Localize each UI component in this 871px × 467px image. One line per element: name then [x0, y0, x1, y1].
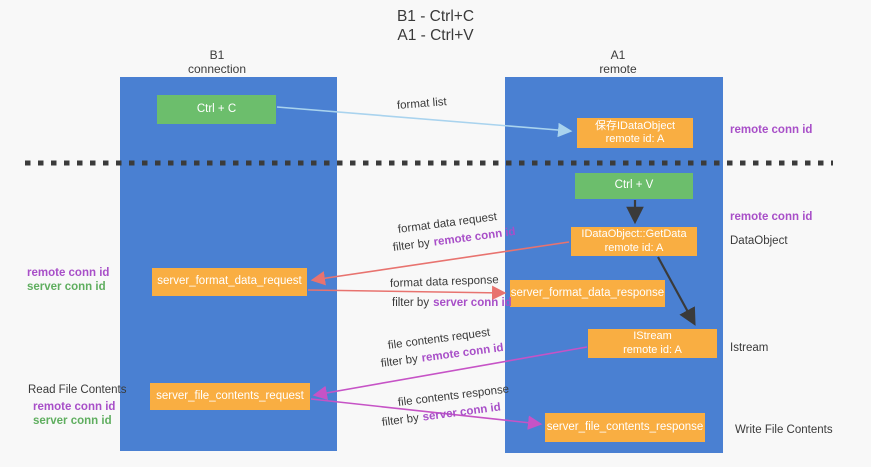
annotation-read-file-contents: Read File Contents — [28, 384, 127, 396]
node-ctrl-v: Ctrl + V — [575, 173, 693, 199]
filter-id-server-conn-1: server conn id — [433, 297, 512, 309]
node-ctrl-c: Ctrl + C — [157, 95, 276, 124]
annotation-remote-conn-id-mid: remote conn id — [730, 211, 813, 223]
diagram-title: B1 - Ctrl+C A1 - Ctrl+V — [0, 7, 871, 45]
node-istream: IStream remote id: A — [588, 329, 717, 358]
annotation-istream: Istream — [730, 342, 769, 354]
left-column-subtitle: connection — [187, 62, 247, 76]
annotation-dataobject: DataObject — [730, 235, 788, 247]
node-idataobject-getdata: IDataObject::GetData remote id: A — [571, 227, 697, 256]
arrow-format-data-response — [307, 285, 507, 301]
istream-line2: remote id: A — [623, 343, 682, 356]
left-column-title: B1 — [209, 48, 225, 62]
node-server-format-data-request: server_format_data_request — [152, 268, 307, 296]
server-file-contents-response-label: server_file_contents_response — [546, 420, 704, 433]
left-column-header: B1 connection — [147, 48, 287, 76]
filter-id-server-conn-2: server conn id — [421, 401, 502, 424]
title-line-2: A1 - Ctrl+V — [397, 27, 474, 44]
filter-by-text-3: filter by — [380, 353, 419, 370]
filter-by-text-1: filter by — [392, 237, 431, 254]
right-column-title: A1 — [610, 48, 626, 62]
annotation-left-server-conn-id-1: server conn id — [27, 281, 106, 293]
annotation-left-server-conn-id-2: server conn id — [33, 415, 112, 427]
server-format-data-response-label: server_format_data_response — [510, 286, 665, 299]
right-column-header: A1 remote — [548, 48, 688, 76]
label-format-data-response: format data response — [389, 274, 499, 290]
node-server-format-data-response: server_format_data_response — [510, 280, 665, 307]
server-file-contents-request-label: server_file_contents_request — [156, 389, 304, 402]
right-column-subtitle: remote — [599, 62, 637, 76]
annotation-write-file-contents: Write File Contents — [735, 424, 833, 436]
ctrl-c-label: Ctrl + C — [196, 102, 237, 115]
save-idataobject-line1: 保存IDataObject — [594, 119, 676, 132]
getdata-line1: IDataObject::GetData — [581, 228, 687, 240]
save-idataobject-line2: remote id: A — [605, 133, 665, 145]
node-save-idataobject: 保存IDataObject remote id: A — [577, 118, 693, 148]
node-server-file-contents-response: server_file_contents_response — [545, 413, 705, 442]
label-format-list: format list — [396, 96, 448, 112]
title-line-1: B1 - Ctrl+C — [396, 8, 475, 25]
server-format-data-request-label: server_format_data_request — [157, 275, 302, 288]
node-server-file-contents-request: server_file_contents_request — [150, 383, 310, 410]
annotation-left-remote-conn-id-2: remote conn id — [33, 401, 116, 413]
ctrl-v-label: Ctrl + V — [614, 179, 654, 192]
getdata-line2: remote id: A — [604, 241, 664, 254]
annotation-remote-conn-id-top: remote conn id — [730, 124, 813, 136]
annotation-left-remote-conn-id-1: remote conn id — [27, 267, 110, 279]
istream-line1: IStream — [633, 330, 672, 342]
filter-by-text-2: filter by — [392, 297, 430, 309]
filter-by-text-4: filter by — [381, 412, 420, 429]
